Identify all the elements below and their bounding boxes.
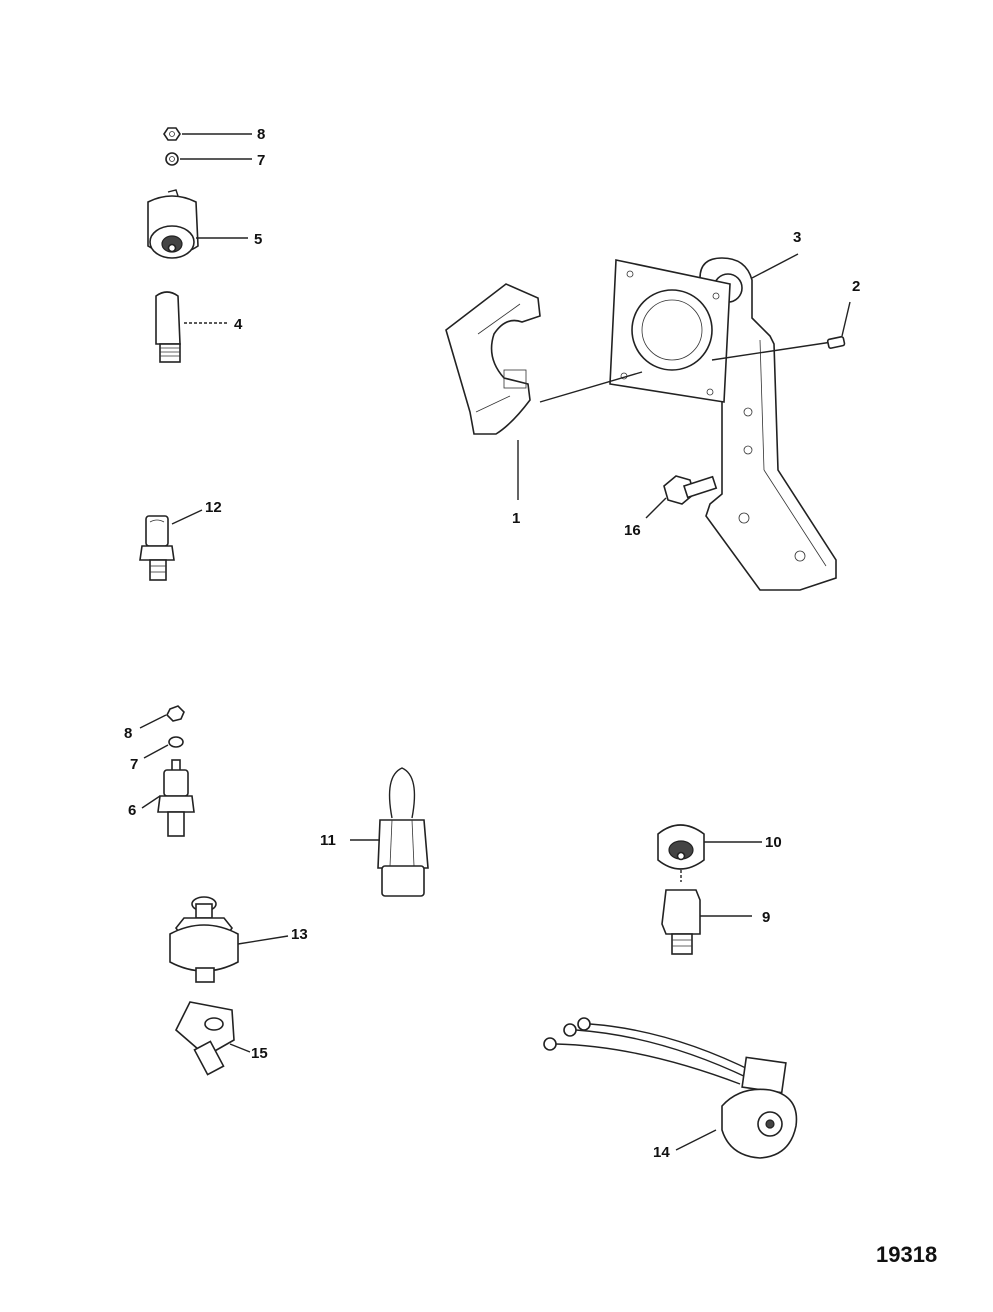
nut-part-8-top xyxy=(163,127,252,141)
sensor-part-14 xyxy=(139,509,203,581)
label-part-13: 13 xyxy=(291,926,308,943)
washer-part-7-bottom xyxy=(143,736,184,759)
sensor-part-10 xyxy=(657,824,762,882)
label-part-15: 15 xyxy=(251,1045,268,1062)
label-part-8-top: 8 xyxy=(257,126,265,143)
label-part-11: 14 xyxy=(653,1144,670,1161)
label-part-10: 10 xyxy=(765,834,782,851)
label-part-3: 3 xyxy=(793,229,801,246)
screw-part-2 xyxy=(711,301,851,361)
sender-part-5 xyxy=(147,189,248,259)
adapter-part-9 xyxy=(661,889,752,955)
label-part-5: 5 xyxy=(254,231,262,248)
label-part-2: 2 xyxy=(852,278,860,295)
figure-number: 19318 xyxy=(876,1242,937,1267)
clamp-part-1 xyxy=(445,283,643,500)
label-part-8-bottom: 8 xyxy=(124,725,132,742)
sensor-harness-part-11 xyxy=(543,1017,798,1159)
label-part-1: 1 xyxy=(512,510,520,527)
mounting-bracket-part-3 xyxy=(699,253,837,591)
label-part-16: 16 xyxy=(624,522,641,539)
nut-part-8-bottom xyxy=(139,705,185,729)
adapter-part-4 xyxy=(155,291,228,363)
gasket-plate xyxy=(609,259,731,403)
label-part-7-top: 7 xyxy=(257,152,265,169)
label-part-12: 11 xyxy=(320,832,336,849)
label-part-9: 9 xyxy=(762,909,770,926)
label-part-14: 12 xyxy=(205,499,222,516)
elbow-fitting-part-15 xyxy=(175,1001,251,1076)
label-part-4: 4 xyxy=(234,316,243,333)
sensor-part-6 xyxy=(141,759,195,837)
bolt-part-16 xyxy=(645,475,718,519)
knock-sensor-part-13 xyxy=(169,896,289,983)
label-part-6: 6 xyxy=(128,802,136,819)
washer-part-7-top xyxy=(165,152,252,166)
connector-part-12 xyxy=(350,767,429,897)
label-part-7-bottom: 7 xyxy=(130,756,138,773)
